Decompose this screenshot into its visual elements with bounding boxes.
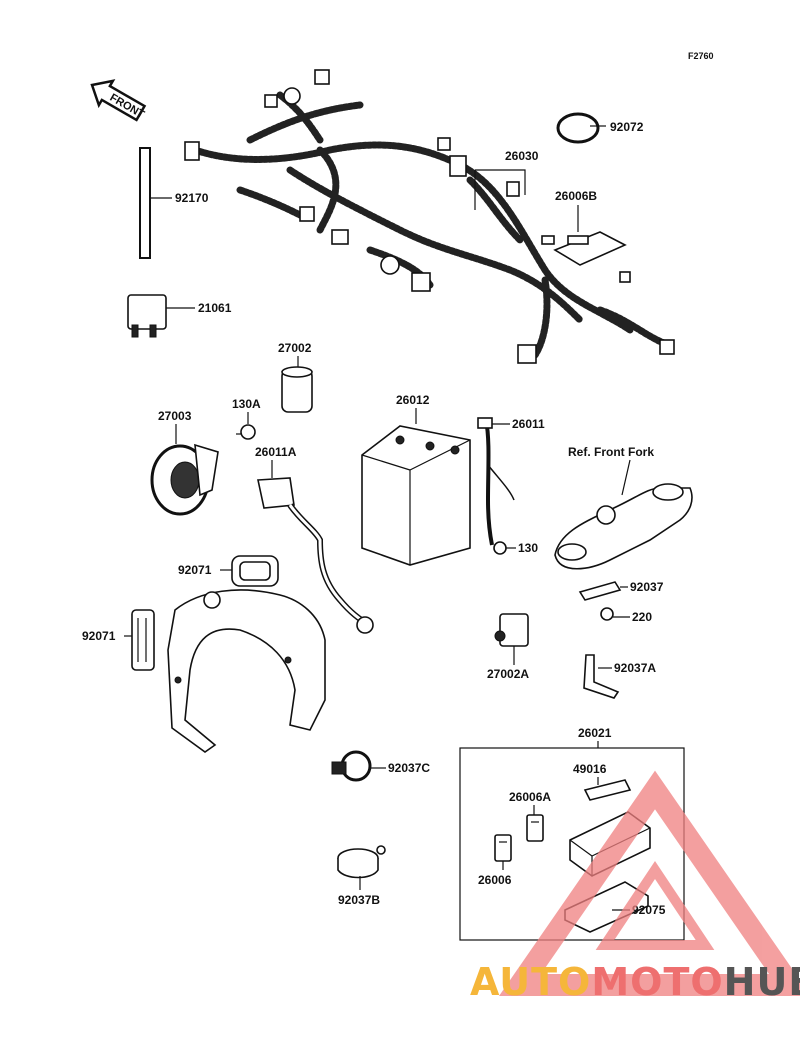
flasher-27002 <box>281 366 313 413</box>
relay-21061 <box>127 294 195 338</box>
part-label-27002A: 27002A <box>487 667 529 681</box>
part-label-49016: 49016 <box>573 762 607 776</box>
part-label-27002: 27002 <box>278 341 312 355</box>
figure-code: F2760 <box>688 51 714 61</box>
part-label-26006A: 26006A <box>509 790 551 804</box>
watermark-triangle-inner <box>595 860 715 950</box>
part-label-92072: 92072 <box>610 120 644 134</box>
horn-27003 <box>150 443 219 516</box>
clamp-92037B <box>337 845 386 890</box>
part-label-26011: 26011 <box>512 417 545 431</box>
part-label-21061: 21061 <box>198 301 232 315</box>
watermark-text: AUTOMOTOHUB <box>470 960 800 1004</box>
main-wiring-harness <box>184 69 675 364</box>
part-label-220: 220 <box>632 610 652 624</box>
part-label-92037C: 92037C <box>388 761 430 775</box>
bolt-130 <box>493 541 516 555</box>
strap-92170 <box>139 147 172 259</box>
part-label-26006B: 26006B <box>555 189 597 203</box>
watermark-logo <box>499 770 800 996</box>
watermark-auto: AUTO <box>470 960 591 1004</box>
part-label-92037A: 92037A <box>614 661 656 675</box>
frame-section <box>167 589 326 753</box>
part-label-26011A: 26011A <box>255 445 297 459</box>
part-label-130: 130 <box>518 541 538 555</box>
bracket-92037A <box>583 654 620 699</box>
clamp-92037C <box>331 750 386 782</box>
fuse-26006B <box>541 231 627 266</box>
cushion-92071-lower <box>131 609 155 671</box>
front-arrow: FRONT <box>90 79 147 122</box>
battery-cable-26011A <box>257 477 374 634</box>
clamp-band-92072 <box>556 112 606 144</box>
watermark-hub: HUB <box>724 960 800 1004</box>
part-label-26021: 26021 <box>578 726 612 740</box>
fuse-26006 <box>494 834 512 870</box>
part-label-26012: 26012 <box>396 393 430 407</box>
part-label-92037B: 92037B <box>338 893 380 907</box>
front-fork-bracket <box>554 483 693 570</box>
screw-220 <box>600 607 630 621</box>
part-label-26030: 26030 <box>505 149 539 163</box>
part-label-92170: 92170 <box>175 191 209 205</box>
bolt-130A <box>236 424 256 440</box>
battery-lead-26011 <box>477 417 515 546</box>
part-label-92075: 92075 <box>632 903 666 917</box>
cushion-92071-upper <box>231 555 279 587</box>
watermark-triangle <box>499 770 800 996</box>
part-label-130A: 130A <box>232 397 261 411</box>
part-label-92037: 92037 <box>630 580 664 594</box>
ref-front-fork-note: Ref. Front Fork <box>568 445 654 459</box>
watermark-moto: MOTO <box>591 960 723 1004</box>
bracket-92037 <box>578 581 628 601</box>
part-label-92071-upper: 92071 <box>178 563 212 577</box>
fuse-26006A <box>526 814 544 842</box>
svg-text:AUTOMOTOHUB: AUTOMOTOHUB <box>470 960 800 1004</box>
battery-26012 <box>361 425 471 566</box>
relay-27002A <box>494 613 529 665</box>
part-label-27003: 27003 <box>158 409 192 423</box>
part-label-26006: 26006 <box>478 873 512 887</box>
part-label-92071-lower: 92071 <box>82 629 116 643</box>
fuse-cover-49016 <box>583 779 632 801</box>
